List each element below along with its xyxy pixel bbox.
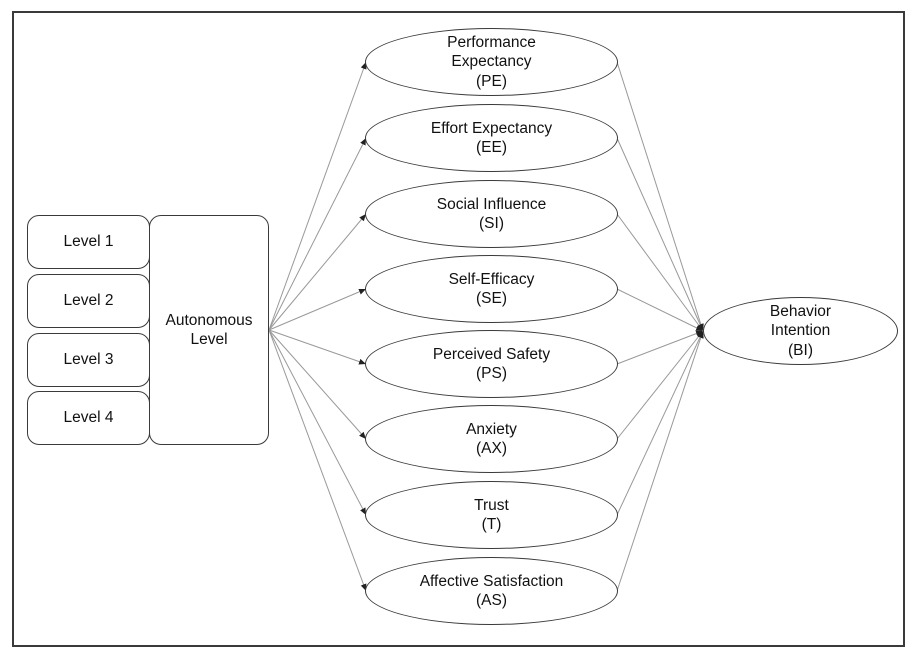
perceived-safety-ellipse: Perceived Safety (PS) <box>365 330 618 398</box>
behavior-intention-line-2: Intention <box>770 322 831 340</box>
level-3-box: Level 3 <box>27 333 150 387</box>
self-efficacy-line-2: (SE) <box>476 290 507 307</box>
effort-expectancy-ellipse: Effort Expectancy (EE) <box>365 104 618 172</box>
effort-expectancy-line-1: Effort Expectancy <box>430 119 553 137</box>
arrow-autonomous-to-trust <box>268 329 367 516</box>
level-4-label: Level 4 <box>63 409 114 427</box>
arrow-self-efficacy-to-behavior-intention <box>616 288 704 332</box>
perceived-safety-line-2: (PS) <box>476 365 507 382</box>
arrow-autonomous-to-social-influence <box>268 213 367 331</box>
behavior-intention-line-3: (BI) <box>788 341 813 359</box>
arrow-effort-expectancy-to-behavior-intention <box>616 137 704 332</box>
affective-satisfaction-line-1: Affective Satisfaction <box>419 572 564 590</box>
affective-satisfaction-line-2: (AS) <box>476 592 507 609</box>
arrow-autonomous-to-effort-expectancy <box>268 137 367 331</box>
self-efficacy-line-1: Self-Efficacy <box>448 270 535 288</box>
arrow-affective-satisfaction-to-behavior-intention <box>616 330 704 592</box>
social-influence-line-2: (SI) <box>479 215 504 232</box>
anxiety-ellipse: Anxiety (AX) <box>365 405 618 473</box>
arrow-autonomous-to-anxiety <box>268 329 367 440</box>
level-1-box: Level 1 <box>27 215 150 269</box>
behavior-intention-ellipse: Behavior Intention (BI) <box>703 297 898 365</box>
arrow-autonomous-to-performance-expectancy <box>268 61 367 331</box>
social-influence-ellipse: Social Influence (SI) <box>365 180 618 248</box>
affective-satisfaction-ellipse: Affective Satisfaction (AS) <box>365 557 618 625</box>
social-influence-line-1: Social Influence <box>436 195 547 213</box>
effort-expectancy-line-2: (EE) <box>476 139 507 156</box>
performance-expectancy-line-1: Performance <box>447 33 536 51</box>
level-1-label: Level 1 <box>63 233 114 251</box>
anxiety-line-2: (AX) <box>476 440 507 457</box>
level-3-label: Level 3 <box>63 351 114 369</box>
autonomous-level-box: Autonomous Level <box>149 215 269 445</box>
arrow-anxiety-to-behavior-intention <box>616 330 704 440</box>
arrow-performance-expectancy-to-behavior-intention <box>616 61 704 332</box>
performance-expectancy-line-2: Expectancy <box>451 53 532 71</box>
arrow-perceived-safety-to-behavior-intention <box>616 330 704 365</box>
level-2-box: Level 2 <box>27 274 150 328</box>
anxiety-line-1: Anxiety <box>466 420 517 438</box>
trust-line-1: Trust <box>474 496 509 514</box>
arrow-autonomous-to-self-efficacy <box>268 288 367 331</box>
self-efficacy-ellipse: Self-Efficacy (SE) <box>365 255 618 323</box>
trust-ellipse: Trust (T) <box>365 481 618 549</box>
arrow-autonomous-to-affective-satisfaction <box>268 329 367 592</box>
arrow-social-influence-to-behavior-intention <box>616 213 704 332</box>
arrow-autonomous-to-perceived-safety <box>268 329 367 365</box>
perceived-safety-line-1: Perceived Safety <box>432 345 551 363</box>
autonomous-level-label: Autonomous Level <box>165 311 253 348</box>
trust-line-2: (T) <box>481 516 502 533</box>
level-2-label: Level 2 <box>63 292 114 310</box>
level-4-box: Level 4 <box>27 391 150 445</box>
arrow-trust-to-behavior-intention <box>616 330 704 516</box>
behavior-intention-line-1: Behavior <box>769 302 832 320</box>
performance-expectancy-line-3: (PE) <box>476 72 507 90</box>
diagram-frame <box>12 11 905 647</box>
